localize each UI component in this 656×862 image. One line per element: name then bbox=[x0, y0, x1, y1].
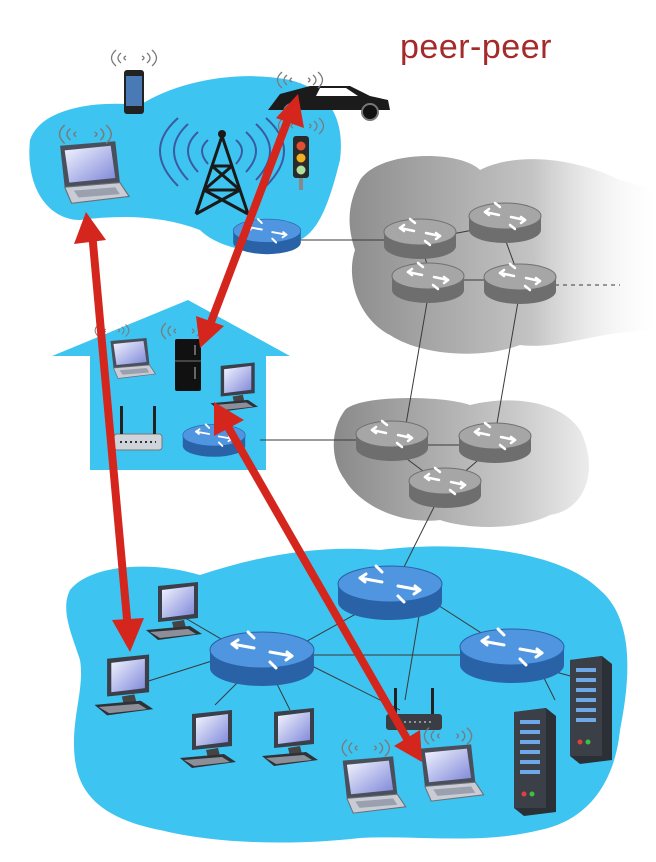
router-icon bbox=[382, 217, 458, 261]
router-icon bbox=[457, 421, 533, 465]
isp-network-upper bbox=[349, 156, 656, 354]
router-icon bbox=[407, 466, 483, 510]
enterprise-network bbox=[66, 546, 628, 843]
peer-arrow-3 bbox=[220, 418, 414, 746]
traffic-light-icon bbox=[277, 117, 325, 190]
router-icon bbox=[354, 419, 430, 463]
mobile-network bbox=[29, 76, 341, 251]
server-icon bbox=[570, 656, 612, 764]
router-icon bbox=[336, 564, 444, 622]
arrowheads bbox=[74, 94, 422, 762]
peer-arrow-2 bbox=[204, 112, 294, 332]
peer-arrow-1 bbox=[88, 231, 132, 631]
cell-tower-icon bbox=[159, 117, 285, 216]
router-icon bbox=[458, 627, 566, 685]
page-title: peer-peer bbox=[400, 28, 552, 66]
server-icon bbox=[514, 708, 556, 816]
smartphone-icon bbox=[110, 49, 158, 114]
refrigerator-icon bbox=[160, 322, 208, 391]
router-icon bbox=[467, 201, 543, 245]
router-icon bbox=[390, 261, 466, 305]
isp-network-lower bbox=[333, 398, 589, 527]
router-icon bbox=[482, 262, 558, 306]
peer-links bbox=[88, 112, 414, 746]
router-icon bbox=[208, 630, 316, 688]
wifi-router-icon bbox=[113, 406, 163, 451]
